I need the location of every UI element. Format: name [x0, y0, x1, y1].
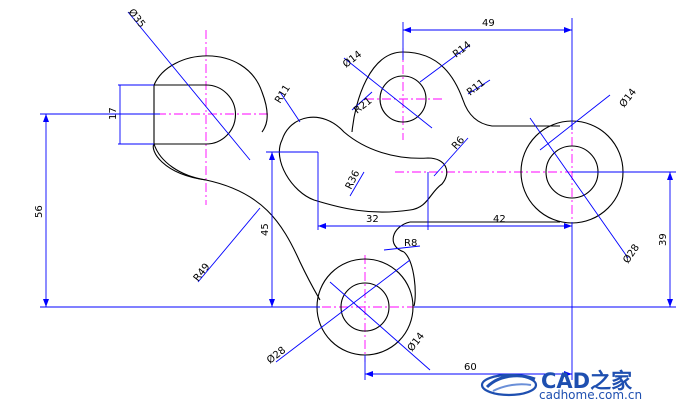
- dim-r11-top: R11: [465, 78, 487, 99]
- logo-title: CAD之家: [541, 369, 633, 393]
- left-boss-lower: [153, 143, 207, 181]
- dim-d14-top: Ø14: [340, 48, 364, 70]
- r49-arc: [205, 179, 321, 301]
- dim-39: 39: [658, 233, 669, 246]
- dim-r8: R8: [404, 238, 417, 249]
- dim-d14-right: Ø14: [617, 86, 639, 110]
- top-boss-outer: [351, 51, 464, 133]
- part-outline: [152, 51, 624, 356]
- logo-site: cadhome.com.cn: [539, 388, 643, 402]
- dimension-texts: Ø35 Ø14 R14 R11 R11 R21 R36 R6 Ø14 Ø28 R…: [34, 6, 669, 373]
- dim-r11-left: R11: [273, 83, 293, 106]
- dim-49: 49: [482, 18, 495, 29]
- dim-60: 60: [464, 362, 477, 373]
- dim-45: 45: [260, 223, 271, 236]
- dim-r14: R14: [451, 40, 473, 61]
- left-boss-outer: [153, 55, 268, 133]
- left-boss-arc: [152, 143, 207, 181]
- dimension-lines: [40, 11, 676, 380]
- dim-42: 42: [493, 214, 506, 225]
- dim-r49: R49: [192, 262, 213, 284]
- dim-17: 17: [108, 107, 119, 120]
- dim-d14-bottom: Ø14: [405, 330, 427, 354]
- slot-end: [205, 84, 236, 145]
- dim-d28-right: Ø28: [621, 242, 642, 266]
- kidney-slot: [278, 116, 448, 213]
- logo-swoosh-icon: [480, 373, 538, 397]
- dim-32: 32: [366, 214, 379, 225]
- dim-56: 56: [34, 205, 45, 218]
- dim-r6: R6: [450, 135, 467, 152]
- dim-d28-bottom: Ø28: [264, 344, 288, 366]
- cadhome-logo: CAD之家 cadhome.com.cn: [479, 363, 664, 403]
- dim-d35: Ø35: [126, 6, 148, 30]
